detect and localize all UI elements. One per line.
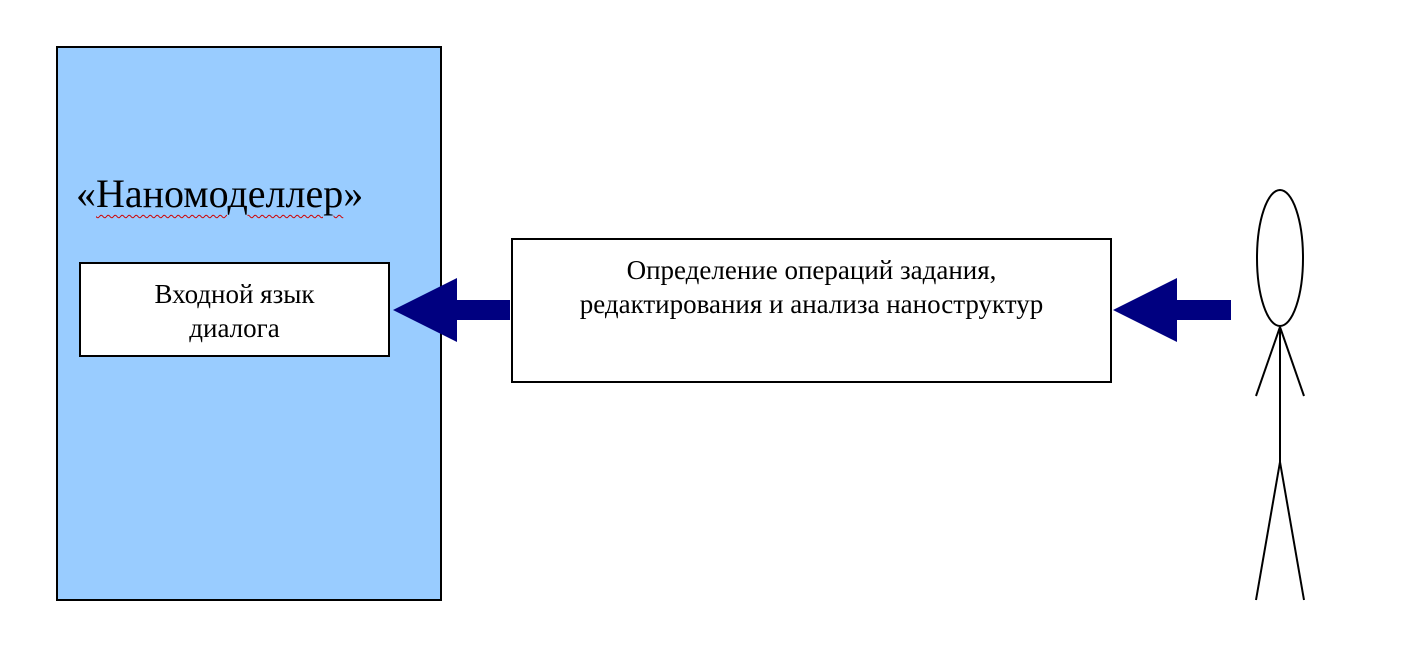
arrow-to-system	[393, 278, 510, 342]
actor-right-leg	[1279, 461, 1305, 601]
actor-left-leg	[1255, 461, 1281, 601]
operations-line1: Определение операций задания,	[626, 255, 997, 285]
actor-head	[1256, 189, 1304, 327]
operations-box: Определение операций задания, редактиров…	[511, 238, 1112, 383]
arrow-from-actor	[1113, 278, 1231, 342]
title-close-quote: »	[343, 171, 364, 216]
operations-line2: редактирования и анализа наноструктур	[579, 289, 1044, 319]
title-word: Наномоделлер	[96, 171, 344, 216]
actor-left-arm	[1255, 326, 1281, 397]
title-open-quote: «	[76, 171, 96, 216]
actor-figure	[1255, 189, 1305, 601]
input-language-line1: Входной язык	[154, 279, 315, 309]
input-language-line2: диалога	[189, 313, 280, 343]
input-language-box: Входной язык диалога	[79, 262, 390, 357]
system-title: «Наномоделлер»	[76, 166, 363, 222]
actor-right-arm	[1279, 326, 1305, 397]
